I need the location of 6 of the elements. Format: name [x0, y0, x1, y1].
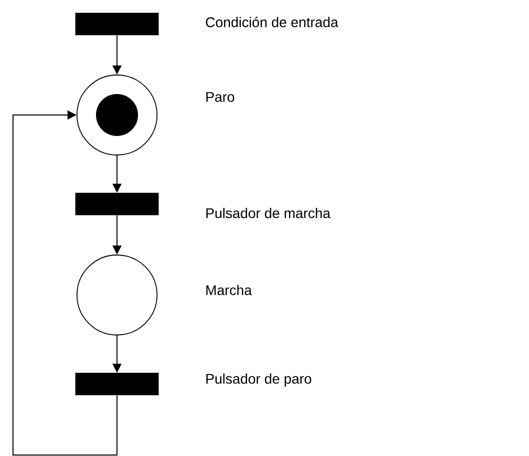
- node-caption: Pulsador de paro: [206, 373, 312, 387]
- node-caption: Pulsador de marcha: [206, 208, 330, 218]
- node-caption: Marcha: [206, 284, 252, 296]
- arrow: [12, 110, 118, 456]
- node-caption: Paro: [206, 92, 234, 102]
- node-caption: Condición de entrada: [206, 16, 338, 28]
